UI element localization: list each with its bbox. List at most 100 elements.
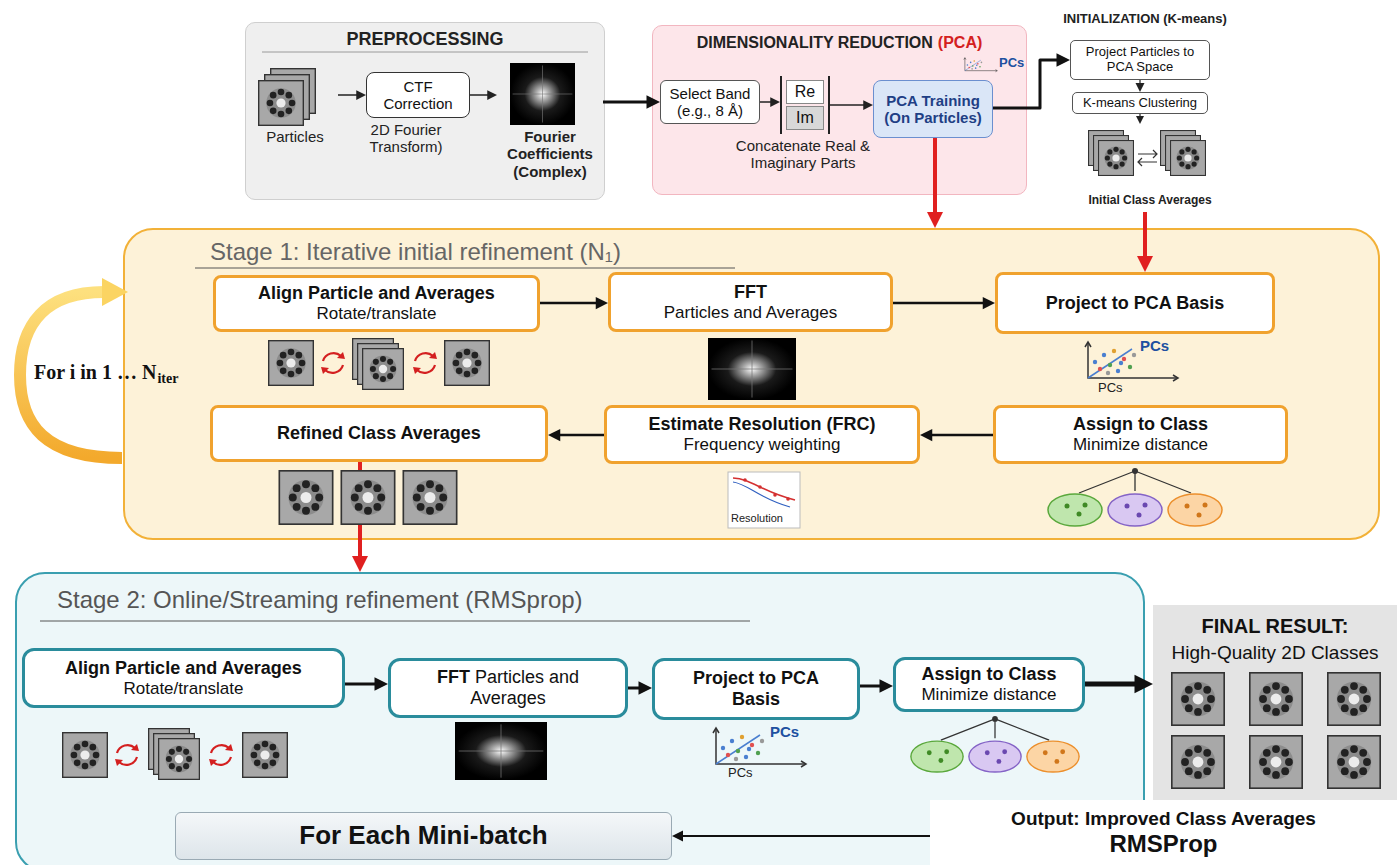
frc-chart bbox=[733, 482, 790, 507]
label-holder: 2D Fourier Transform) bbox=[350, 121, 462, 156]
annotation-label: iter bbox=[157, 371, 178, 387]
box-text: Align Particle and Averages bbox=[258, 283, 495, 304]
connector-line bbox=[603, 101, 649, 104]
connector-line bbox=[345, 683, 377, 686]
connector bbox=[993, 53, 1070, 108]
image-caption: Particles bbox=[252, 66, 338, 154]
connector-line bbox=[993, 60, 1059, 108]
arrowhead bbox=[1135, 675, 1154, 694]
box-text: Frequency weighting bbox=[684, 435, 841, 455]
arrowhead bbox=[548, 429, 560, 441]
particle-stack bbox=[259, 69, 316, 126]
annotation-label: 2D Fourier Transform) bbox=[350, 121, 462, 156]
cluster-icon bbox=[911, 716, 1079, 772]
pca-scatter-icon bbox=[1085, 342, 1178, 381]
box-text: Select Band (e.g., 8 Å) bbox=[665, 85, 755, 120]
initial-average-stacks bbox=[1089, 131, 1206, 176]
box-text: FFT bbox=[734, 282, 767, 303]
image-caption: Initial Class Averages bbox=[1075, 124, 1225, 212]
frc-chart bbox=[773, 493, 777, 497]
class-average-images bbox=[341, 471, 394, 524]
class-average-images bbox=[403, 471, 456, 524]
connector bbox=[540, 297, 608, 309]
arrowhead bbox=[356, 90, 366, 100]
arrowhead bbox=[1057, 53, 1071, 67]
annotation-label: Resolution bbox=[731, 512, 783, 525]
process-box: Select Band (e.g., 8 Å) bbox=[660, 80, 760, 124]
label-holder: PCs bbox=[728, 766, 753, 781]
final-class-images bbox=[1172, 736, 1224, 788]
frc-chart bbox=[728, 472, 800, 528]
process-box: Project to PCA Basis bbox=[995, 272, 1275, 334]
connector bbox=[603, 95, 660, 109]
box-text: Initial Class Averages bbox=[1088, 194, 1211, 208]
box-text: Project Particles to PCA Space bbox=[1075, 45, 1205, 75]
arrowhead bbox=[983, 297, 995, 309]
connector-line bbox=[930, 434, 993, 437]
frc-chart bbox=[728, 472, 800, 528]
connector bbox=[548, 429, 604, 441]
box-text: Project to PCA Basis bbox=[685, 668, 827, 709]
alignment-illustration bbox=[445, 341, 490, 386]
alignment-illustration bbox=[413, 352, 437, 374]
annotation-label: PCs bbox=[770, 723, 799, 740]
alignment-illustration bbox=[63, 733, 108, 778]
box-text: Refined Class Averages bbox=[277, 423, 481, 444]
cluster-icon bbox=[1048, 468, 1222, 526]
connector bbox=[830, 100, 873, 110]
box-text: PCA Training (On Particles) bbox=[880, 92, 986, 127]
box-text: Output: Improved Class Averages bbox=[1011, 808, 1316, 830]
pca-scatter-icon bbox=[964, 58, 997, 72]
box-text: Im bbox=[786, 106, 824, 130]
arrowhead bbox=[770, 97, 780, 107]
arrowhead bbox=[863, 100, 873, 110]
process-box: Project to PCA Basis bbox=[652, 658, 860, 720]
box-text: Particles bbox=[266, 128, 324, 145]
loop-box: For Each Mini-batch bbox=[175, 812, 672, 860]
loop-arrow bbox=[102, 278, 128, 306]
process-box: PCA Training (On Particles) bbox=[873, 80, 993, 138]
pca-scatter-icon bbox=[713, 728, 806, 767]
alignment-illustration bbox=[115, 744, 139, 766]
final-class-images bbox=[1250, 673, 1302, 725]
connector-line bbox=[681, 835, 930, 837]
final-class-images bbox=[1328, 673, 1380, 725]
connector bbox=[338, 90, 366, 100]
box-text: Estimate Resolution (FRC) bbox=[648, 414, 875, 435]
arrowhead bbox=[352, 556, 368, 572]
loop-arrow bbox=[20, 278, 128, 458]
label-holder: PCs bbox=[1098, 381, 1123, 396]
box-text: K-means Clustering bbox=[1083, 96, 1197, 111]
connector bbox=[1136, 80, 1145, 92]
label-holder: Resolution bbox=[731, 512, 783, 525]
final-class-images bbox=[1328, 736, 1380, 788]
annotation-label: For i in 1 … N bbox=[34, 361, 156, 384]
class-average-images bbox=[279, 471, 332, 524]
process-box: FFTParticles and Averages bbox=[608, 272, 893, 332]
box-text: Minimize distance bbox=[921, 685, 1056, 705]
box-text: Align Particle and Averages bbox=[65, 658, 302, 679]
arrowhead bbox=[596, 297, 608, 309]
arrowhead bbox=[1137, 256, 1153, 272]
box-text: Fourier Coefficients (Complex) bbox=[497, 128, 603, 180]
connector-line bbox=[540, 302, 598, 305]
arrowhead bbox=[920, 429, 932, 441]
arrowhead bbox=[880, 679, 894, 693]
label-holder: Concatenate Real & Imaginary Parts bbox=[708, 137, 898, 172]
connector-line bbox=[860, 685, 882, 688]
panel-heading: Stage 2: Online/Streaming refinement (RM… bbox=[57, 586, 1143, 614]
annotation-label: PCs bbox=[999, 56, 1024, 71]
label-holder: iter bbox=[157, 371, 178, 387]
fft-image bbox=[708, 338, 796, 400]
connector bbox=[1136, 114, 1144, 124]
particle-stack bbox=[259, 81, 304, 126]
fft-image bbox=[708, 338, 796, 400]
alignment-illustration bbox=[363, 349, 404, 390]
box-text: Re bbox=[786, 80, 824, 104]
process-box: Assign to ClassMinimize distance bbox=[893, 657, 1085, 712]
arrowhead bbox=[487, 90, 497, 100]
box-text: For Each Mini-batch bbox=[299, 821, 547, 851]
final-class-images bbox=[1250, 736, 1302, 788]
frc-chart bbox=[758, 485, 762, 489]
fourier-image bbox=[510, 63, 575, 125]
